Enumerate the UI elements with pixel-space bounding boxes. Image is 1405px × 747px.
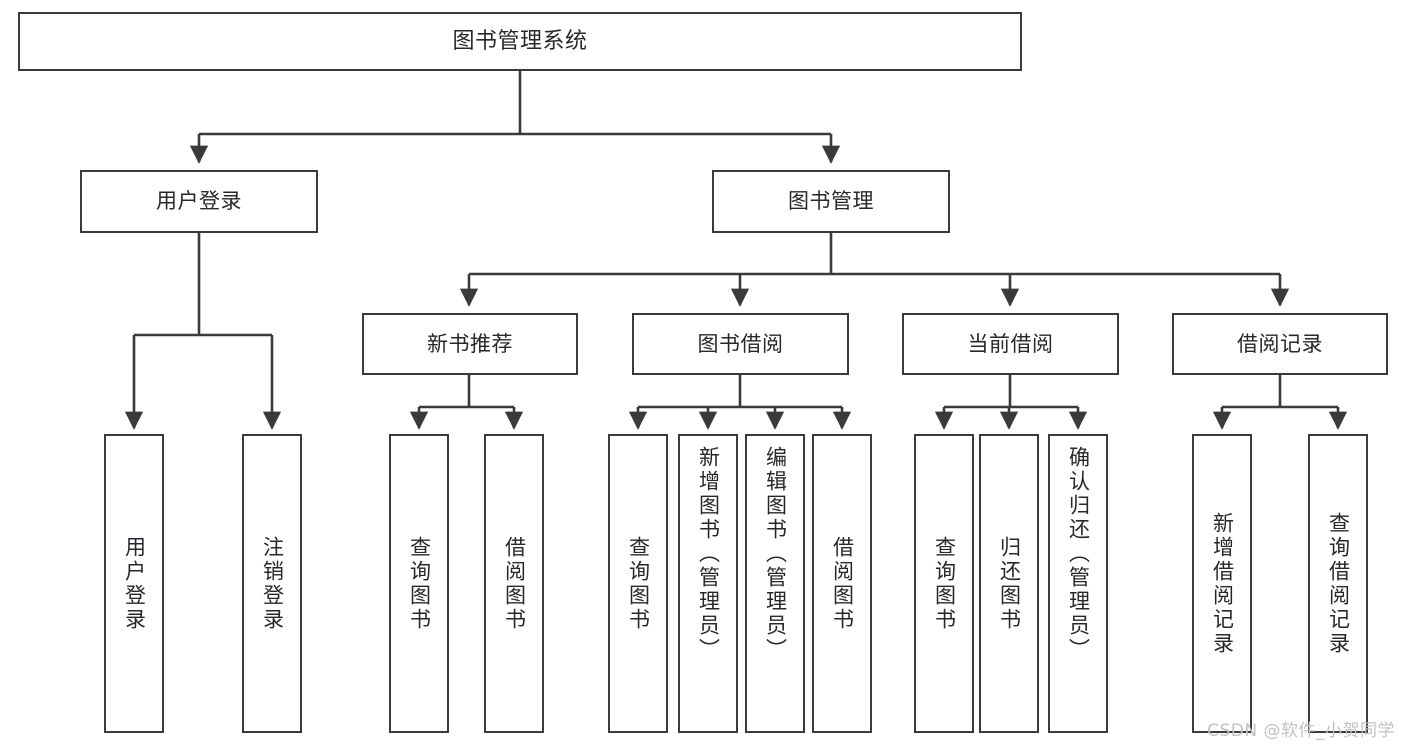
node-label: 图书管理系统 [452,28,588,54]
node-book-management-system[interactable]: 图书管理系统 [18,12,1022,71]
node-leaf-confirm-return[interactable]: 确认归还（管理员） [1048,434,1108,733]
node-leaf-edit-book[interactable]: 编辑图书（管理员） [745,434,805,733]
node-label: 新增借阅记录 [1210,511,1235,656]
node-leaf-add-book[interactable]: 新增图书（管理员） [678,434,738,733]
node-label: 归还图书 [997,535,1022,632]
node-new-book-recommend[interactable]: 新书推荐 [362,313,578,375]
node-label: 新增图书（管理员） [696,446,721,662]
node-label: 借阅记录 [1237,331,1323,356]
node-label: 查询图书 [626,535,651,632]
node-label: 查询借阅记录 [1326,511,1351,656]
node-label: 查询图书 [407,535,432,632]
node-leaf-user-login[interactable]: 用户登录 [104,434,164,733]
node-leaf-query-book-1[interactable]: 查询图书 [389,434,449,733]
node-current-borrow[interactable]: 当前借阅 [902,313,1119,375]
node-leaf-borrow-book-1[interactable]: 借阅图书 [484,434,544,733]
node-leaf-return-book[interactable]: 归还图书 [979,434,1039,733]
node-label: 图书管理 [788,189,874,214]
node-leaf-query-book-2[interactable]: 查询图书 [608,434,668,733]
node-label: 用户登录 [156,189,242,214]
node-label: 当前借阅 [967,331,1054,356]
node-book-borrow[interactable]: 图书借阅 [632,313,849,375]
node-label: 借阅图书 [830,535,855,632]
node-label: 确认归还（管理员） [1066,446,1091,662]
node-label: 用户登录 [122,535,147,632]
node-leaf-borrow-book-2[interactable]: 借阅图书 [812,434,872,733]
node-borrow-record[interactable]: 借阅记录 [1172,313,1388,375]
node-book-management[interactable]: 图书管理 [712,170,950,233]
node-user-login[interactable]: 用户登录 [80,170,318,233]
node-label: 编辑图书（管理员） [763,446,788,662]
node-leaf-query-book-3[interactable]: 查询图书 [914,434,974,733]
node-label: 注销登录 [260,535,285,632]
node-leaf-add-record[interactable]: 新增借阅记录 [1192,434,1252,733]
node-label: 借阅图书 [502,535,527,632]
node-label: 查询图书 [932,535,957,632]
node-label: 图书借阅 [697,331,784,356]
node-leaf-query-record[interactable]: 查询借阅记录 [1308,434,1368,733]
node-leaf-logout-login[interactable]: 注销登录 [242,434,302,733]
node-label: 新书推荐 [427,331,513,356]
